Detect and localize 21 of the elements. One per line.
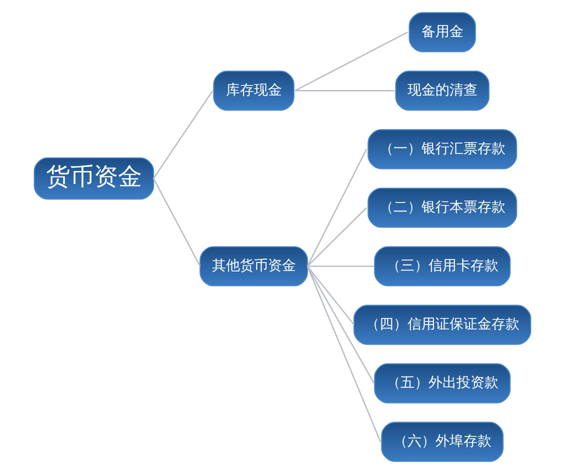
connector [306,266,354,326]
node-box: （四）信用证保证金存款 [352,304,531,345]
node-box: 现金的清查 [394,70,489,111]
connector [306,266,374,267]
node-box: （一）银行汇票存款 [367,129,517,170]
connector [152,178,200,267]
connector [306,266,374,384]
node-box: 库存现金 [212,70,294,111]
connector [306,207,366,267]
node-box: 其他货币资金 [199,246,308,286]
connector [294,32,408,92]
node-box: （六）外埠存款 [380,422,504,462]
node-box: 备用金 [408,12,476,52]
connector [294,90,394,92]
node-box: （五）外出投资款 [374,363,510,404]
node-box: （三）信用卡存款 [374,246,510,286]
connector [306,266,381,442]
connector [152,90,213,179]
node-box: 货币资金 [33,157,154,200]
node-box: （二）银行本票存款 [367,188,517,228]
connector [306,148,367,267]
